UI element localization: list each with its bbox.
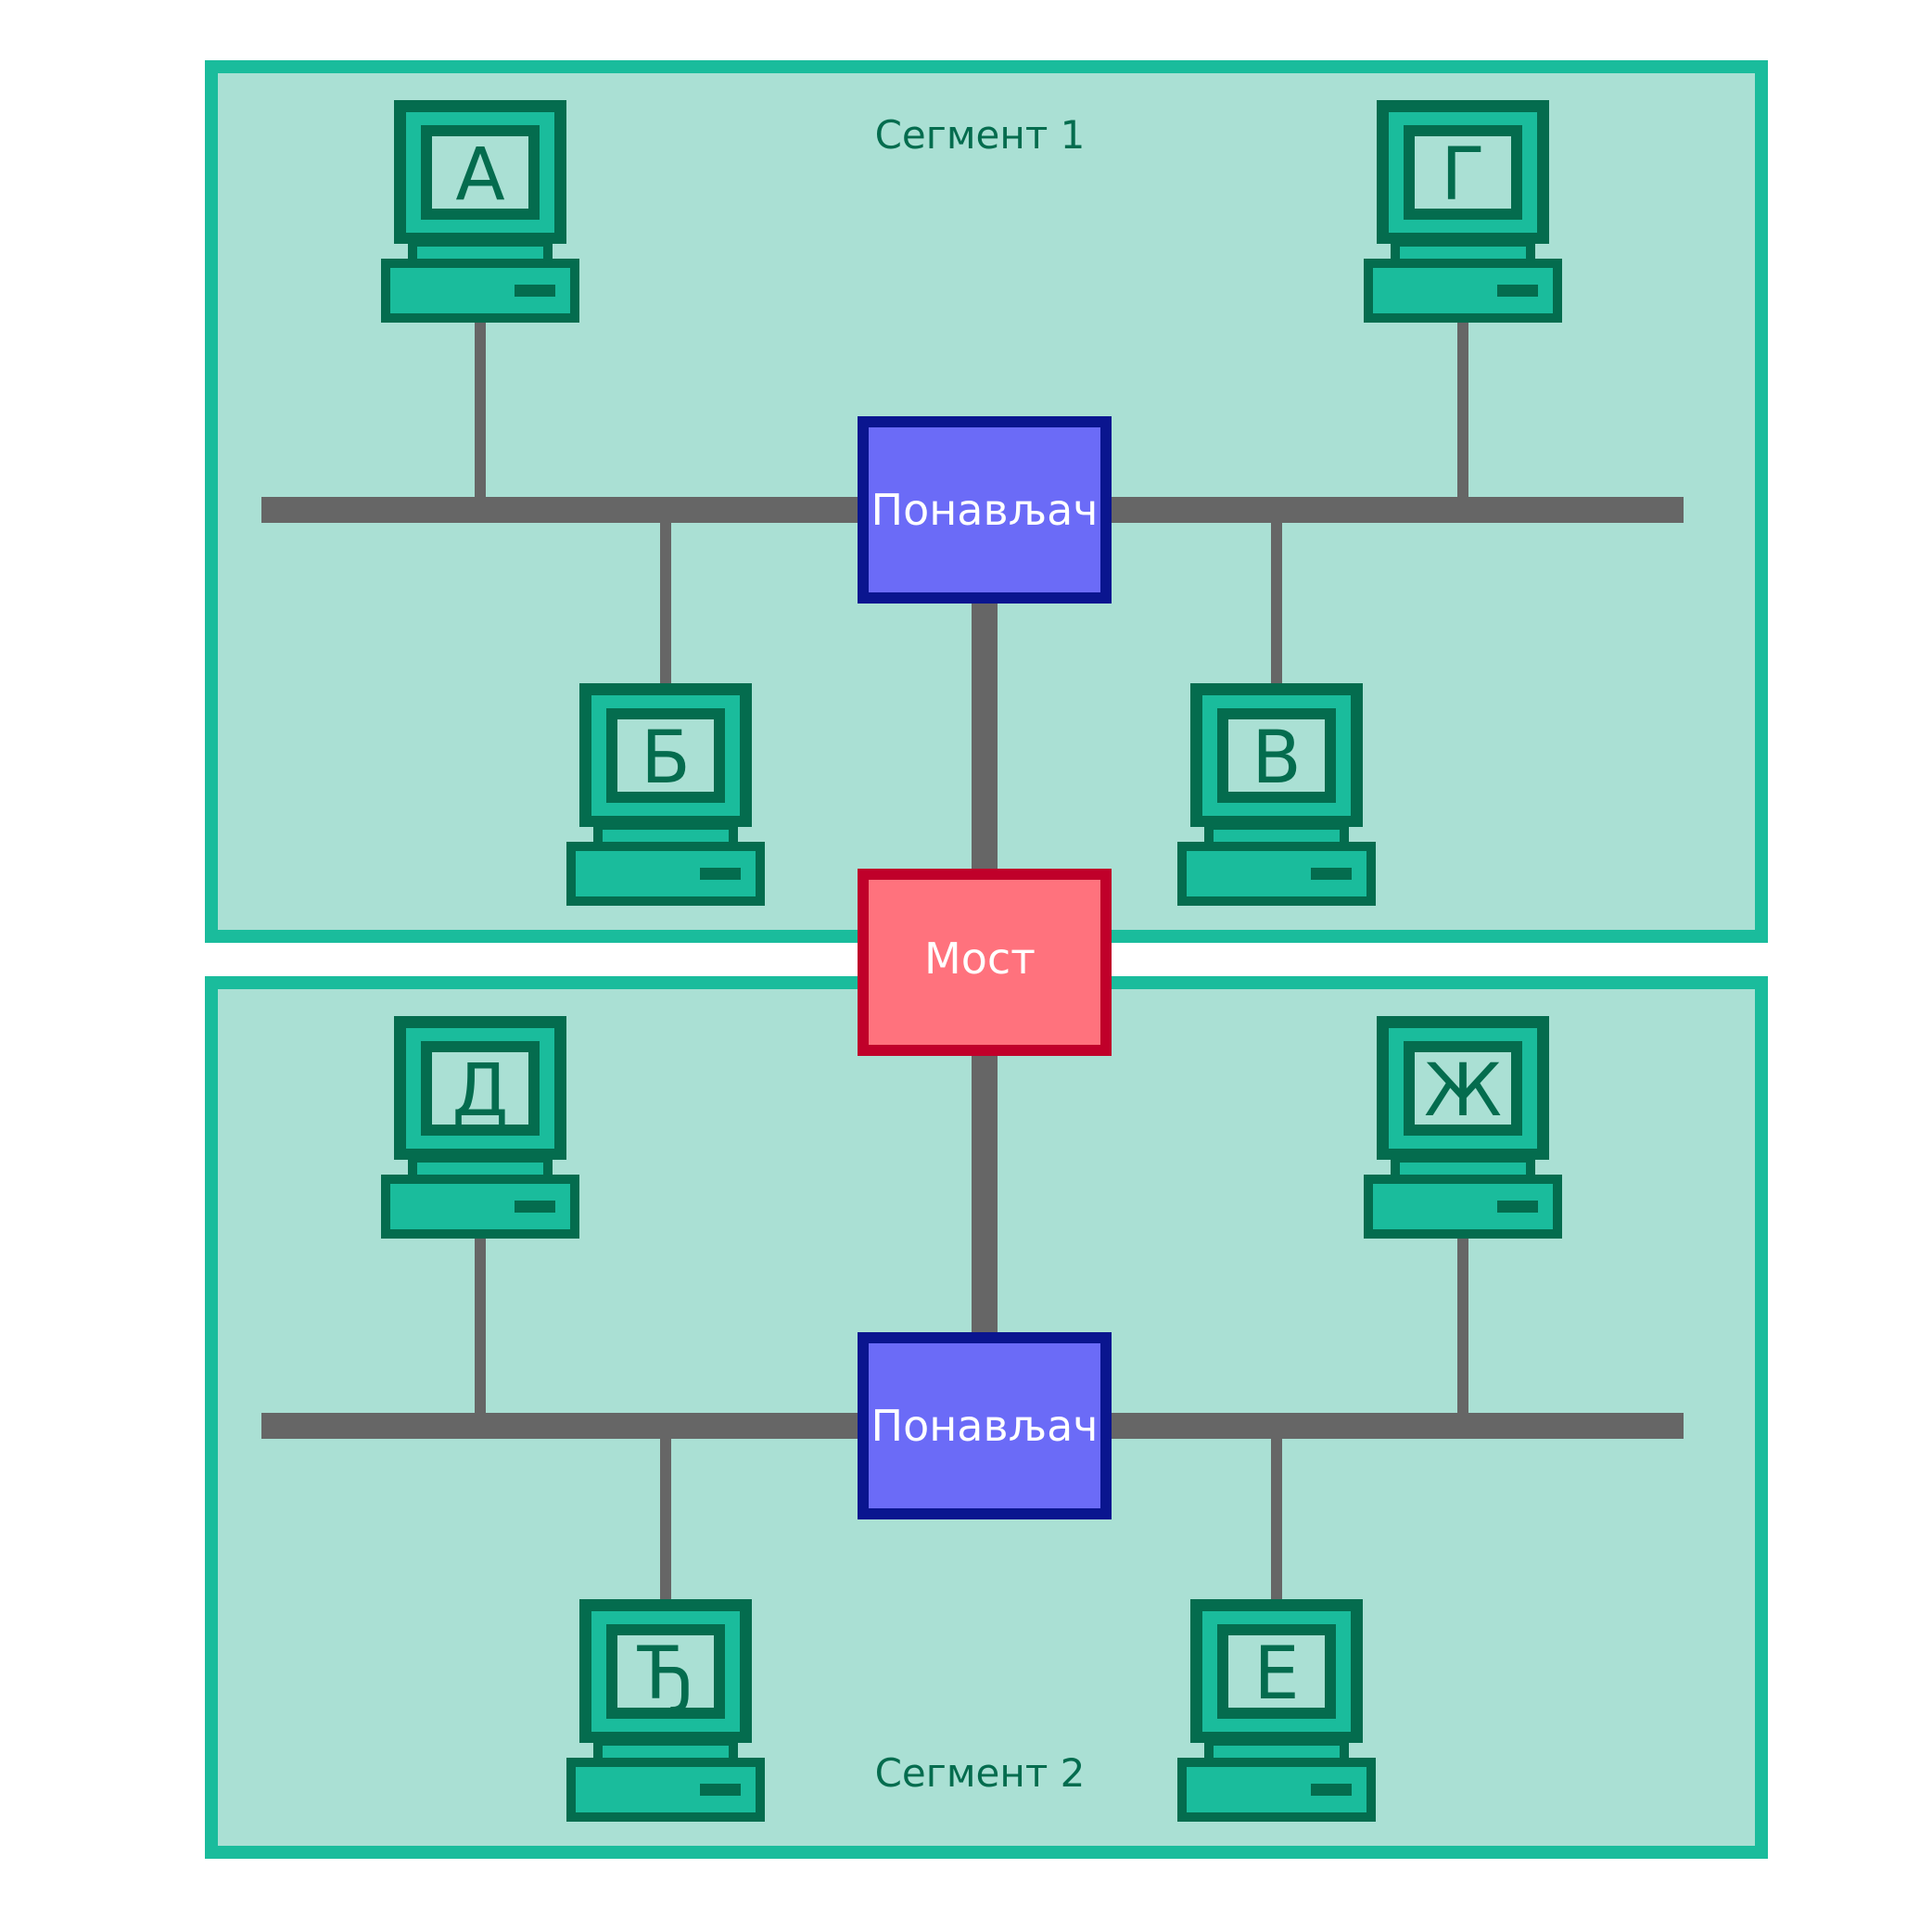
monitor-neck-inner (603, 830, 729, 843)
screen (1228, 1635, 1325, 1708)
drive-slot (1497, 1201, 1538, 1213)
segment-2-title: Сегмент 2 (875, 1750, 1086, 1796)
screen (617, 1635, 714, 1708)
computer-letter: Ђ (636, 1633, 693, 1716)
screen (1228, 719, 1325, 792)
monitor-neck-inner (1400, 1163, 1526, 1176)
computers: А Б В Г Д Ђ Е Ж (381, 100, 1562, 1822)
trunk-cable-bottom (972, 1050, 998, 1336)
monitor-neck-inner (603, 1746, 729, 1759)
monitor-neck-inner (1214, 830, 1340, 843)
computer-7: Е (1177, 1599, 1376, 1822)
monitor-neck-inner (1400, 247, 1526, 260)
drive-slot (515, 1201, 555, 1213)
drive-slot (700, 868, 741, 880)
computer-letter: Д (452, 1049, 509, 1133)
computer-8: Ж (1364, 1016, 1562, 1239)
cable-a (475, 320, 486, 498)
monitor-neck-inner (417, 1163, 543, 1176)
cable-v (1271, 522, 1282, 684)
computer-letter: Е (1253, 1633, 1299, 1716)
repeater-2: Понављач (858, 1332, 1112, 1519)
drive-slot (1497, 285, 1538, 297)
cable-g (1457, 320, 1468, 498)
cable-dj (660, 1438, 671, 1600)
drive-slot (700, 1784, 741, 1796)
drive-slot (1311, 1784, 1352, 1796)
screen (1415, 136, 1511, 209)
computer-2: Б (566, 683, 765, 906)
repeater-2-label: Понављач (871, 1401, 1099, 1451)
computer-5: Д (381, 1016, 579, 1239)
drive-slot (515, 285, 555, 297)
screen (432, 1052, 528, 1125)
cable-zh (1457, 1236, 1468, 1414)
bridge-label: Мост (924, 934, 1036, 984)
screen (1415, 1052, 1511, 1125)
repeater-1-label: Понављач (871, 485, 1099, 535)
cable-d (475, 1236, 486, 1414)
segment-1-title: Сегмент 1 (875, 112, 1086, 158)
computer-letter: В (1252, 717, 1302, 800)
repeater-1: Понављач (858, 416, 1112, 604)
cable-b (660, 522, 671, 684)
computer-4: Г (1364, 100, 1562, 323)
computer-letter: Б (641, 717, 691, 800)
computer-letter: А (455, 133, 504, 217)
screen (617, 719, 714, 792)
repeater-1-box (858, 416, 1112, 604)
computer-3: В (1177, 683, 1376, 906)
bridge-box (858, 869, 1112, 1056)
computer-1: А (381, 100, 579, 323)
screen (432, 136, 528, 209)
cable-e (1271, 1438, 1282, 1600)
computer-letter: Г (1441, 133, 1485, 217)
drive-slot (1311, 868, 1352, 880)
repeater-2-box (858, 1332, 1112, 1519)
monitor-neck-inner (1214, 1746, 1340, 1759)
bridge: Мост (858, 869, 1112, 1056)
computer-letter: Ж (1424, 1049, 1502, 1133)
monitor-neck-inner (417, 247, 543, 260)
trunk-cable-top (972, 598, 998, 876)
computer-6: Ђ (566, 1599, 765, 1822)
